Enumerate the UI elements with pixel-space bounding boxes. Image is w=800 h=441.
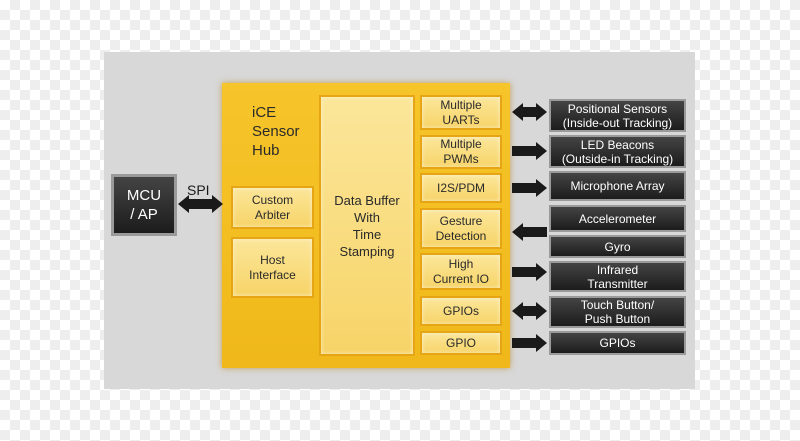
hub-title: iCE Sensor Hub bbox=[252, 104, 300, 159]
module-gesture-detection: Gesture Detection bbox=[420, 208, 502, 249]
ext-positional-sensors: Positional Sensors (Inside-out Tracking) bbox=[549, 99, 686, 132]
io-arrow-3 bbox=[512, 179, 547, 197]
spi-arrow bbox=[178, 195, 223, 213]
ext-infrared-transmitter: Infrared Transmitter bbox=[549, 261, 686, 292]
module-gpio: GPIO bbox=[420, 331, 502, 355]
io-arrow-6 bbox=[512, 302, 547, 320]
custom-arbiter-block: Custom Arbiter bbox=[231, 186, 314, 229]
io-arrow-7 bbox=[512, 334, 547, 352]
spi-label: SPI bbox=[187, 182, 210, 198]
module-gpios: GPIOs bbox=[420, 296, 502, 326]
io-arrow-1 bbox=[512, 103, 547, 121]
mcu-ap-block: MCU / AP bbox=[111, 174, 177, 236]
module-pwms: Multiple PWMs bbox=[420, 135, 502, 169]
ext-gpios: GPIOs bbox=[549, 331, 686, 355]
ext-microphone-array: Microphone Array bbox=[549, 171, 686, 201]
io-arrow-2 bbox=[512, 142, 547, 160]
ext-gyro: Gyro bbox=[549, 235, 686, 258]
io-arrow-5 bbox=[512, 263, 547, 281]
host-interface-block: Host Interface bbox=[231, 237, 314, 298]
ext-accelerometer: Accelerometer bbox=[549, 205, 686, 232]
module-high-current-io: High Current IO bbox=[420, 253, 502, 290]
ext-led-beacons: LED Beacons (Outside-in Tracking) bbox=[549, 135, 686, 168]
data-buffer-block: Data Buffer With Time Stamping bbox=[319, 95, 415, 356]
ext-touch-button: Touch Button/ Push Button bbox=[549, 296, 686, 328]
module-i2s-pdm: I2S/PDM bbox=[420, 173, 502, 203]
io-arrow-4 bbox=[512, 223, 547, 241]
module-uarts: Multiple UARTs bbox=[420, 95, 502, 130]
